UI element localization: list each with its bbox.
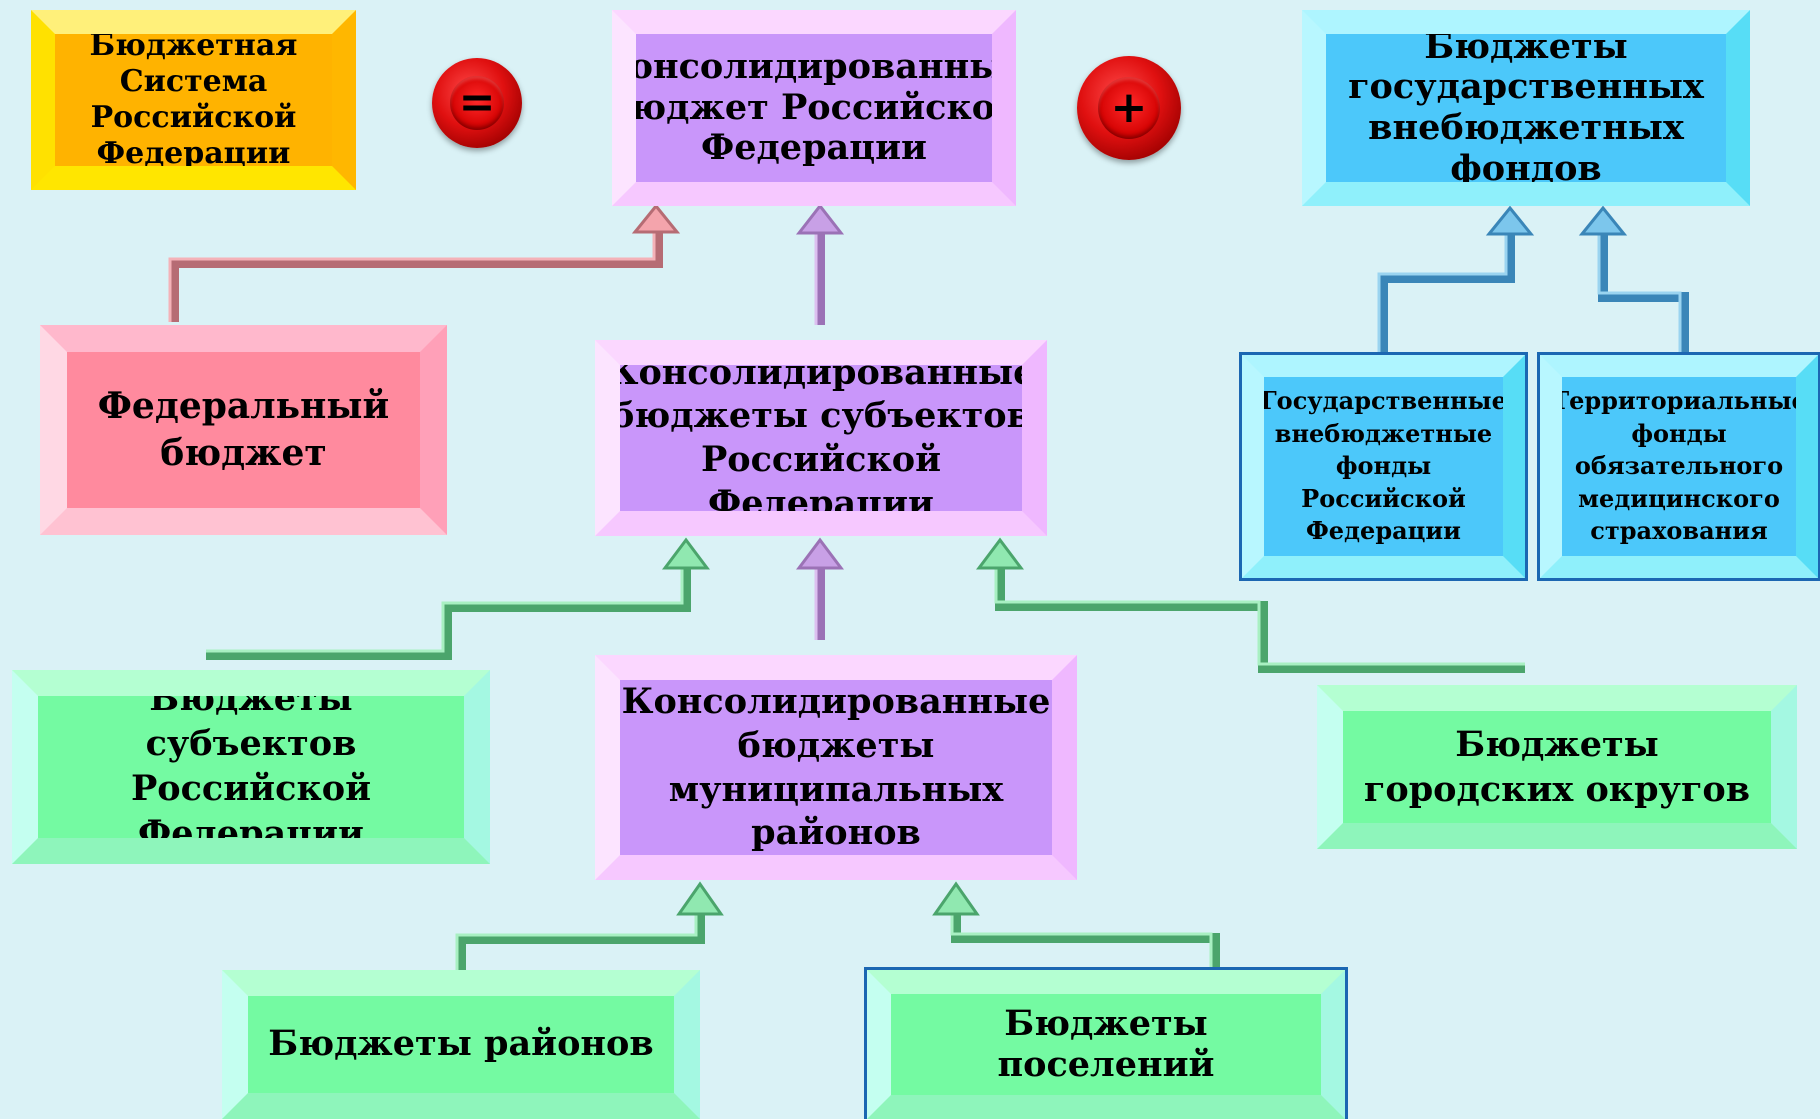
consolidated-municipal-box: Консолидированные бюджеты муниципальных …	[595, 655, 1077, 880]
connector-subjectsbudgets-to-consolidated	[206, 555, 691, 660]
connector-districts-to-municipal	[456, 905, 705, 970]
arrowhead-municipal	[796, 537, 844, 570]
arrowhead-territorial	[1578, 205, 1628, 236]
arrowhead-settlements	[932, 881, 980, 916]
district-budgets-box: Бюджеты районов	[222, 970, 700, 1119]
arrowhead-subjects	[795, 203, 845, 235]
district-budgets-label: Бюджеты районов	[248, 996, 674, 1093]
plus-icon: +	[1097, 76, 1161, 140]
plus-operator: +	[1077, 56, 1181, 160]
connector-urban-to-subjects	[995, 555, 1525, 673]
consolidated-rf-box: Консолидированный бюджет Российской Феде…	[612, 10, 1016, 206]
budget-system-label: Бюджетная Система Российской Федерации	[55, 34, 332, 166]
budget-system-box: Бюджетная Система Российской Федерации	[31, 10, 356, 190]
federal-budget-box: Федеральный бюджет	[40, 325, 447, 535]
arrowhead-statefunds	[1485, 205, 1535, 236]
extrabudgetary-funds-box: Бюджеты государственных внебюджетных фон…	[1302, 10, 1750, 206]
arrowhead-subjectsbudgets	[662, 537, 710, 570]
arrowhead-urban	[976, 537, 1024, 570]
equals-operator: =	[432, 58, 522, 148]
urban-districts-box: Бюджеты городских округов	[1317, 685, 1797, 849]
arrowhead-federal	[631, 203, 681, 234]
subjects-budgets-label: Бюджеты субъектов Российской Федерации	[38, 696, 464, 838]
connector-territorial-to-extra	[1598, 222, 1689, 355]
urban-districts-label: Бюджеты городских округов	[1343, 711, 1771, 823]
equals-icon: =	[450, 76, 504, 130]
federal-budget-label: Федеральный бюджет	[67, 352, 420, 508]
consolidated-municipal-label: Консолидированные бюджеты муниципальных …	[620, 680, 1052, 855]
settlement-budgets-label: Бюджеты поселений	[891, 994, 1321, 1095]
connector-statefunds-to-extra	[1378, 222, 1515, 355]
connector-federal-to-consolidated	[169, 220, 663, 322]
territorial-funds-label: Территориальные фонды обязательного меди…	[1562, 377, 1796, 556]
consolidated-subjects-box: Консолидированные бюджеты субъектов Росс…	[595, 340, 1047, 536]
consolidated-subjects-label: Консолидированные бюджеты субъектов Росс…	[620, 365, 1022, 511]
connector-federal-to-consolidated-highlight	[168, 220, 656, 322]
consolidated-rf-label: Консолидированный бюджет Российской Феде…	[636, 34, 992, 182]
state-funds-rf-label: Государственные внебюджетные фонды Росси…	[1264, 377, 1503, 556]
territorial-funds-box: Территориальные фонды обязательного меди…	[1540, 355, 1818, 578]
extrabudgetary-funds-label: Бюджеты государственных внебюджетных фон…	[1326, 34, 1726, 182]
connector-settlements-to-municipal	[951, 905, 1220, 970]
state-funds-rf-box: Государственные внебюджетные фонды Росси…	[1242, 355, 1525, 578]
arrowhead-districts	[676, 881, 724, 916]
subjects-budgets-box: Бюджеты субъектов Российской Федерации	[12, 670, 490, 864]
settlement-budgets-box: Бюджеты поселений	[867, 970, 1345, 1119]
